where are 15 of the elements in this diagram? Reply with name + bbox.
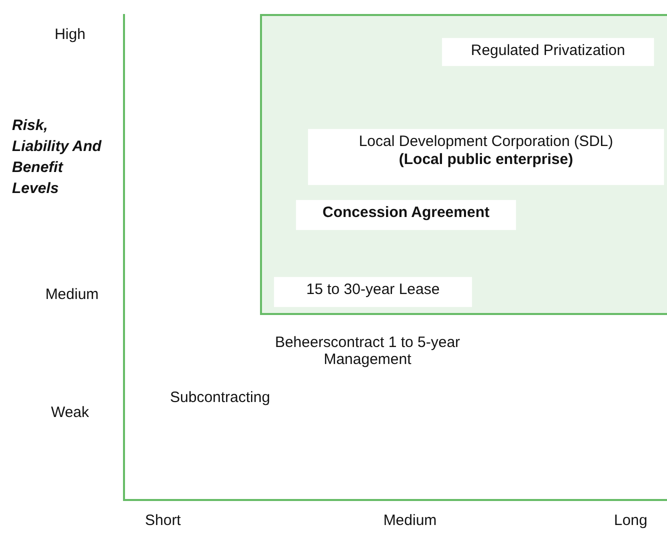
strategy-box: 15 to 30-year Lease — [274, 277, 472, 307]
strategy-box: Concession Agreement — [296, 200, 516, 230]
y-axis-title: Risk, Liability And Benefit Levels — [12, 116, 102, 199]
strategy-box: Regulated Privatization — [442, 38, 654, 66]
x-axis-tick-label: Medium — [382, 512, 438, 529]
y-axis-tick-label: High — [54, 26, 86, 43]
title-text: Local Development Corporation (SDL) — [358, 133, 614, 151]
subtitle-text: (Local public enterprise) — [398, 151, 574, 169]
y-axis-tick-label: Weak — [50, 404, 90, 421]
strategy-label: Beheerscontract 1 to 5-year Management — [274, 334, 462, 368]
x-axis-tick-label: Short — [145, 512, 182, 529]
x-axis-tick-label: Long — [614, 512, 648, 529]
highlight-region — [260, 14, 667, 315]
strategy-label: Subcontracting — [170, 389, 272, 406]
y-axis-tick-label: Medium — [44, 286, 100, 303]
